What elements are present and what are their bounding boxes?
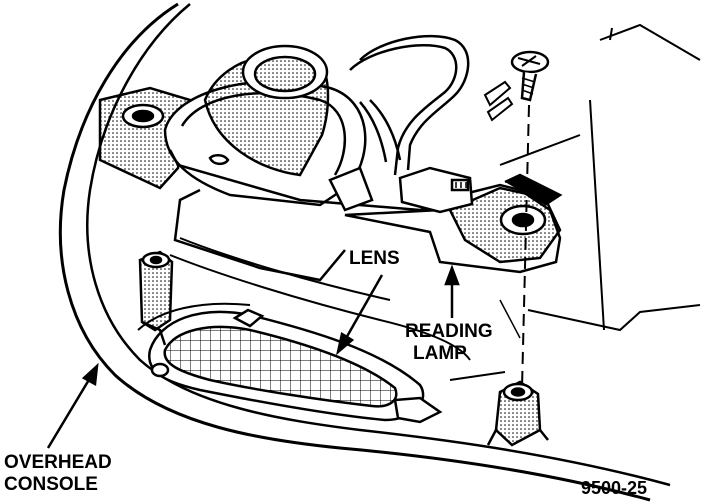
overhead-console-label-line2: CONSOLE bbox=[4, 474, 98, 495]
reading-lamp-label-line2: LAMP bbox=[413, 343, 467, 364]
screw-centerline bbox=[521, 104, 530, 389]
clip-bracket bbox=[483, 80, 514, 122]
lens-label: LENS bbox=[349, 248, 400, 270]
reading-lamp-leader-arrow bbox=[444, 264, 460, 318]
left-mounting-post bbox=[138, 250, 174, 346]
reading-lamp-label: READING LAMP bbox=[405, 321, 493, 365]
bulb-connector bbox=[328, 166, 474, 214]
retaining-screw bbox=[510, 50, 550, 102]
figure-number: 9500-25 bbox=[581, 478, 648, 498]
reading-lamp-base bbox=[344, 173, 563, 274]
overhead-console-leader-arrow bbox=[46, 362, 99, 449]
right-mounting-post bbox=[486, 380, 549, 447]
reading-lamp-label-line1: READING bbox=[405, 321, 493, 342]
lens-label-text: LENS bbox=[349, 248, 400, 269]
lamp-lens bbox=[148, 308, 443, 424]
wiring-harness bbox=[349, 34, 581, 176]
lens-leader-arrow bbox=[335, 274, 384, 356]
overhead-console-label: OVERHEAD CONSOLE bbox=[4, 452, 112, 496]
left-mounting-boss bbox=[98, 86, 192, 190]
overhead-console-label-line1: OVERHEAD bbox=[4, 452, 112, 473]
lamp-reflector-housing bbox=[163, 44, 442, 282]
